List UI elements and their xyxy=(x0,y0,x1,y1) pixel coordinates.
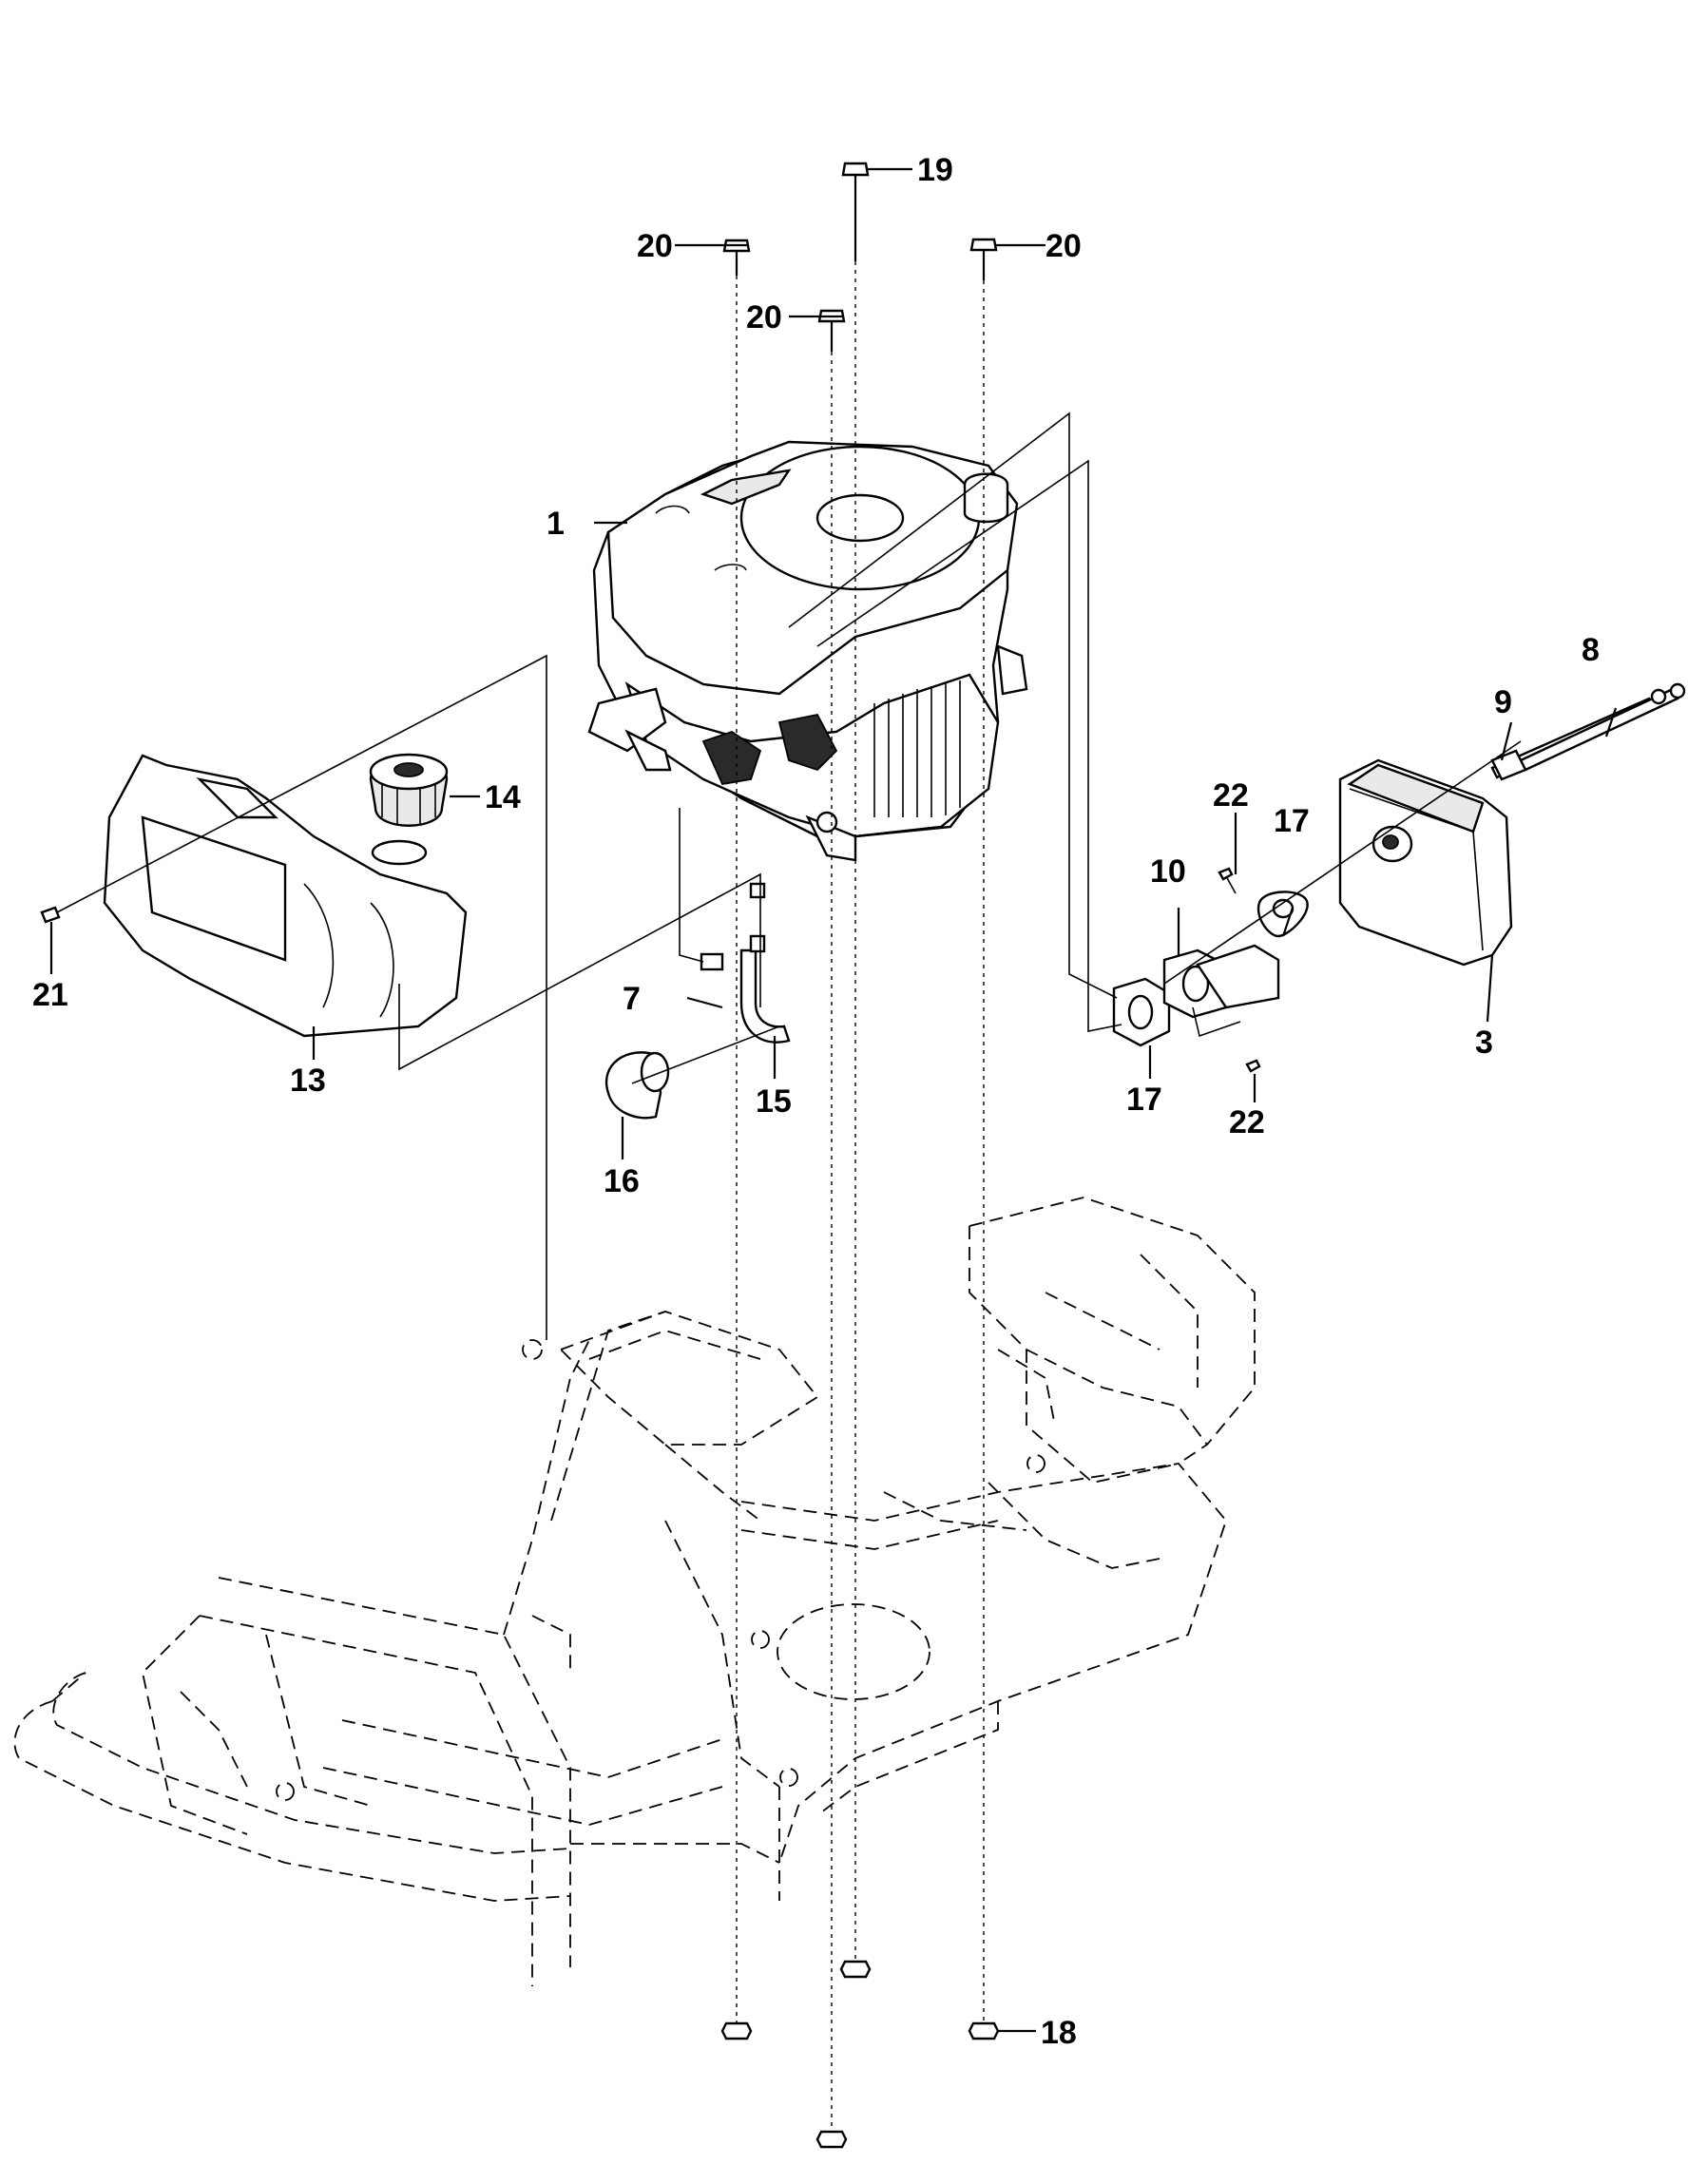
callout-9: 9 xyxy=(1494,684,1512,720)
callout-7: 7 xyxy=(623,981,641,1017)
callout-14: 14 xyxy=(485,779,521,815)
callout-22-bottom: 22 xyxy=(1229,1104,1265,1140)
callout-16: 16 xyxy=(604,1163,640,1199)
hardware xyxy=(40,162,1000,2149)
callout-labels: 1 20 20 19 20 14 21 13 7 15 16 22 17 10 … xyxy=(32,152,1600,2051)
callout-15: 15 xyxy=(756,1083,792,1120)
callout-20-right: 20 xyxy=(1045,228,1082,264)
callout-19: 19 xyxy=(917,152,953,188)
callout-22-top: 22 xyxy=(1213,777,1249,814)
muffler xyxy=(1338,758,1513,967)
hood-cover xyxy=(103,754,468,1038)
callout-13: 13 xyxy=(290,1063,326,1099)
callout-3: 3 xyxy=(1475,1025,1493,1061)
callout-10: 10 xyxy=(1150,853,1186,890)
muffler-bolts xyxy=(1490,682,1686,781)
callout-17-top: 17 xyxy=(1274,803,1310,839)
fuel-cap xyxy=(369,753,449,866)
callout-8: 8 xyxy=(1582,632,1600,668)
callout-18: 18 xyxy=(1041,2015,1077,2051)
callout-20-middle: 20 xyxy=(746,299,782,335)
callout-21: 21 xyxy=(32,977,68,1013)
assembly-lines xyxy=(56,261,1522,2132)
chassis-frame xyxy=(13,1197,1256,1986)
exhaust-parts xyxy=(1112,867,1309,1073)
callout-1: 1 xyxy=(547,506,565,542)
leader-lines xyxy=(49,167,1618,2033)
engine-assembly xyxy=(587,440,1028,862)
callout-17-bottom: 17 xyxy=(1126,1082,1162,1118)
callout-20-left: 20 xyxy=(637,228,673,264)
